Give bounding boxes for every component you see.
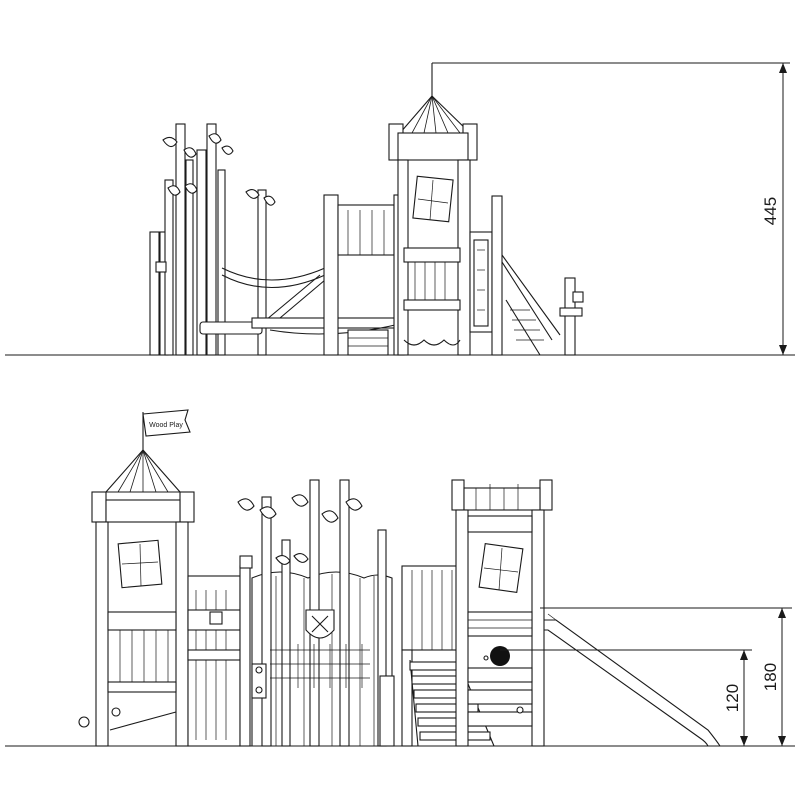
leaf-icon: [167, 185, 181, 196]
leaf-icon: [263, 195, 276, 206]
flag-emblem-text: Wood Play: [149, 422, 183, 429]
leaf-icon: [293, 553, 309, 563]
middle-frame: [323, 194, 405, 356]
flag-banner: [142, 409, 191, 437]
dimension-label-445: 445: [761, 197, 780, 225]
leaf-icon: [345, 498, 363, 511]
slide: [544, 613, 721, 747]
ladder: [409, 659, 495, 747]
porthole-ball: [490, 646, 510, 666]
left-post-cluster: [149, 123, 276, 356]
left-tower: [78, 449, 195, 747]
leaf-icon: [321, 510, 339, 523]
dimension-120: 120: [500, 649, 752, 746]
tower-top: [388, 63, 478, 356]
leaf-icon: [208, 133, 222, 144]
climbing-net: [270, 644, 370, 688]
rope-bridge: [199, 267, 401, 335]
right-section: [469, 195, 584, 356]
leaf-icon: [275, 555, 291, 565]
leaf-icon: [221, 145, 234, 155]
dimension-label-120: 120: [723, 684, 742, 712]
flag: Wood Play: [142, 409, 191, 450]
front-elevation-view: Wood Play: [5, 409, 795, 747]
left-wall-section: [187, 575, 241, 747]
leaf-icon: [184, 183, 198, 194]
dimension-180: 180: [540, 607, 792, 746]
leaf-icon: [259, 506, 277, 519]
leaf-icon: [291, 494, 309, 507]
right-tower: [451, 479, 553, 747]
side-elevation-view: 445: [5, 62, 795, 356]
leaf-icon: [162, 136, 178, 148]
leaf-icon: [245, 189, 260, 199]
leaf-icon: [237, 498, 255, 511]
dimension-445: 445: [432, 62, 790, 355]
ladder-section: [401, 565, 495, 747]
dimension-label-180: 180: [761, 663, 780, 691]
central-palisade: [237, 479, 395, 747]
leaf-icon: [183, 147, 197, 158]
